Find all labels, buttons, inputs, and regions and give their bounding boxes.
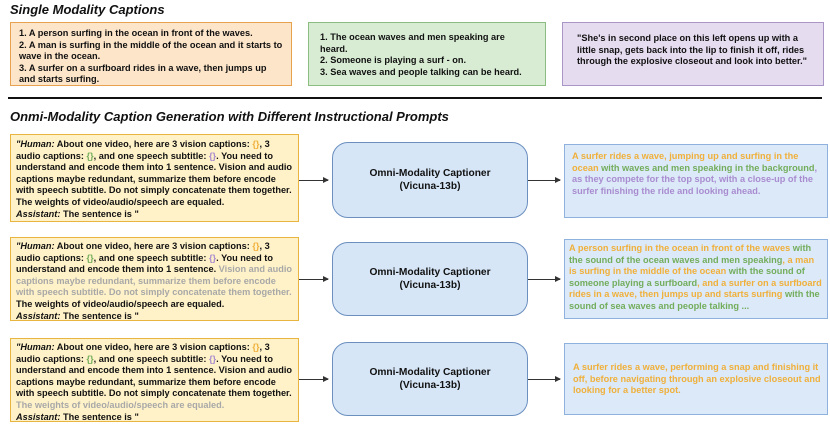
audio-caption-2: 2. Someone is playing a surf - on.: [320, 55, 467, 66]
arrow-prompt-to-model-2: [299, 276, 329, 282]
prompt-box-3: "Human: About one video, here are 3 visi…: [10, 338, 299, 422]
speech-subtitle: "She's in second place on this left open…: [577, 33, 807, 67]
section-divider: [8, 97, 822, 99]
vision-placeholder: {}: [252, 241, 260, 251]
prompt-text: About one video, here are 3 vision capti…: [54, 241, 253, 251]
model-box-3: Omni-Modality Captioner (Vicuna-13b): [332, 342, 528, 416]
assistant-label: Assistant:: [16, 411, 61, 422]
vision-caption-3: 3. A surfer on a surfboard rides in a wa…: [19, 62, 267, 85]
speech-placeholder: {}: [208, 150, 217, 161]
output-vision-part: , and a surfer on a surfboard rides in a…: [569, 277, 822, 300]
prompt-text: , 3 audio captions:: [16, 342, 270, 364]
human-label: "Human:: [16, 241, 55, 251]
prompt-text: , and one speech subtitle:: [93, 353, 209, 364]
speech-subtitle-box: "She's in second place on this left open…: [562, 22, 824, 86]
output-vision-part: A surfer rides a wave: [573, 362, 666, 372]
model-sub: (Vicuna-13b): [399, 380, 461, 391]
prompt-text: Vision and audio captions maybe redundan…: [16, 365, 293, 399]
speech-placeholder: {}: [208, 252, 217, 263]
output-audio-part: with the sound of sea waves and people t…: [569, 289, 820, 311]
arrow-model-to-output-3: [528, 376, 561, 382]
prompt-text: , 3 audio captions:: [16, 139, 270, 161]
model-sub: (Vicuna-13b): [399, 181, 461, 192]
output-box-1: A surfer rides a wave, jumping up and su…: [564, 144, 828, 218]
prompt-text: The weights of video/audio/speech are eq…: [16, 196, 225, 207]
prompt-text: , and one speech subtitle:: [93, 150, 209, 161]
prompt-text-dimmed: The weights of video/audio/speech are eq…: [16, 399, 225, 410]
arrow-prompt-to-model-1: [299, 177, 329, 183]
prompt-text: About one video, here are 3 vision capti…: [54, 139, 253, 149]
audio-caption-3: 3. Sea waves and people talking can be h…: [320, 66, 522, 77]
output-box-2: A person surfing in the ocean in front o…: [564, 239, 828, 319]
output-vision-part: A person surfing in the ocean in front o…: [569, 243, 791, 253]
arrow-model-to-output-2: [528, 276, 561, 282]
audio-captions-box: 1. The ocean waves and men speaking are …: [308, 22, 546, 86]
output-audio-part: with the sound of someone playing a surf…: [569, 266, 805, 288]
assistant-label: Assistant:: [16, 208, 61, 219]
human-label: "Human:: [16, 139, 55, 149]
output-audio-part: with waves and men speaking in the backg…: [598, 162, 815, 173]
vision-caption-2: 2. A man is surfing in the middle of the…: [19, 39, 283, 62]
prompt-box-1: "Human: About one video, here are 3 visi…: [10, 134, 299, 222]
prompt-text: The sentence is ": [60, 208, 139, 219]
model-sub: (Vicuna-13b): [399, 280, 461, 291]
prompt-text: The sentence is ": [60, 310, 139, 321]
prompt-text: Vision and audio captions maybe redundan…: [16, 162, 293, 196]
vision-placeholder: {}: [252, 139, 260, 149]
assistant-label: Assistant:: [16, 310, 61, 321]
prompt-text: About one video, here are 3 vision capti…: [54, 342, 253, 352]
prompt-text: , 3 audio captions:: [16, 241, 270, 263]
arrow-model-to-output-1: [528, 177, 561, 183]
arrow-prompt-to-model-3: [299, 376, 329, 382]
output-audio-part: with the sound of the ocean waves and me…: [569, 243, 812, 265]
section-title-single-modality: Single Modality Captions: [10, 2, 165, 17]
audio-caption-1: 1. The ocean waves and men speaking are …: [320, 32, 505, 54]
vision-caption-1: 1. A person surfing in the ocean in fron…: [19, 28, 253, 38]
speech-placeholder: {}: [208, 353, 217, 364]
human-label: "Human:: [16, 342, 55, 352]
model-name: Omni-Modality Captioner: [369, 168, 491, 179]
model-box-1: Omni-Modality Captioner (Vicuna-13b): [332, 142, 528, 218]
vision-placeholder: {}: [252, 342, 260, 352]
section-title-omni-modality: Onmi-Modality Caption Generation with Di…: [10, 109, 449, 124]
audio-placeholder: {}: [86, 353, 94, 364]
model-name: Omni-Modality Captioner: [369, 267, 491, 278]
output-box-3: A surfer rides a wave, performing a snap…: [564, 343, 828, 415]
prompt-text: . You need to understand and encode them…: [16, 150, 273, 173]
prompt-text-dimmed: Vision and audio captions maybe redundan…: [16, 264, 293, 298]
output-speech-part: , as they compete for the top spot, with…: [572, 162, 818, 196]
model-box-2: Omni-Modality Captioner (Vicuna-13b): [332, 242, 528, 316]
prompt-text: . You need to understand and encode them…: [16, 353, 273, 376]
audio-placeholder: {}: [86, 252, 94, 263]
prompt-text: , and one speech subtitle:: [93, 252, 209, 263]
prompt-text: The weights of video/audio/speech are eq…: [16, 298, 225, 309]
audio-placeholder: {}: [86, 150, 94, 161]
output-vision-part: , performing a snap and finishing it off…: [573, 362, 821, 396]
output-vision-part: A surfer rides a wave, jumping up and su…: [572, 151, 799, 173]
vision-captions-box: 1. A person surfing in the ocean in fron…: [10, 22, 292, 86]
model-name: Omni-Modality Captioner: [369, 367, 491, 378]
prompt-text: The sentence is ": [60, 411, 139, 422]
output-vision-part: , a man is surfing in the middle of the …: [569, 254, 815, 277]
prompt-box-2: "Human: About one video, here are 3 visi…: [10, 237, 299, 321]
prompt-text: . You need to understand and encode them…: [16, 252, 273, 275]
